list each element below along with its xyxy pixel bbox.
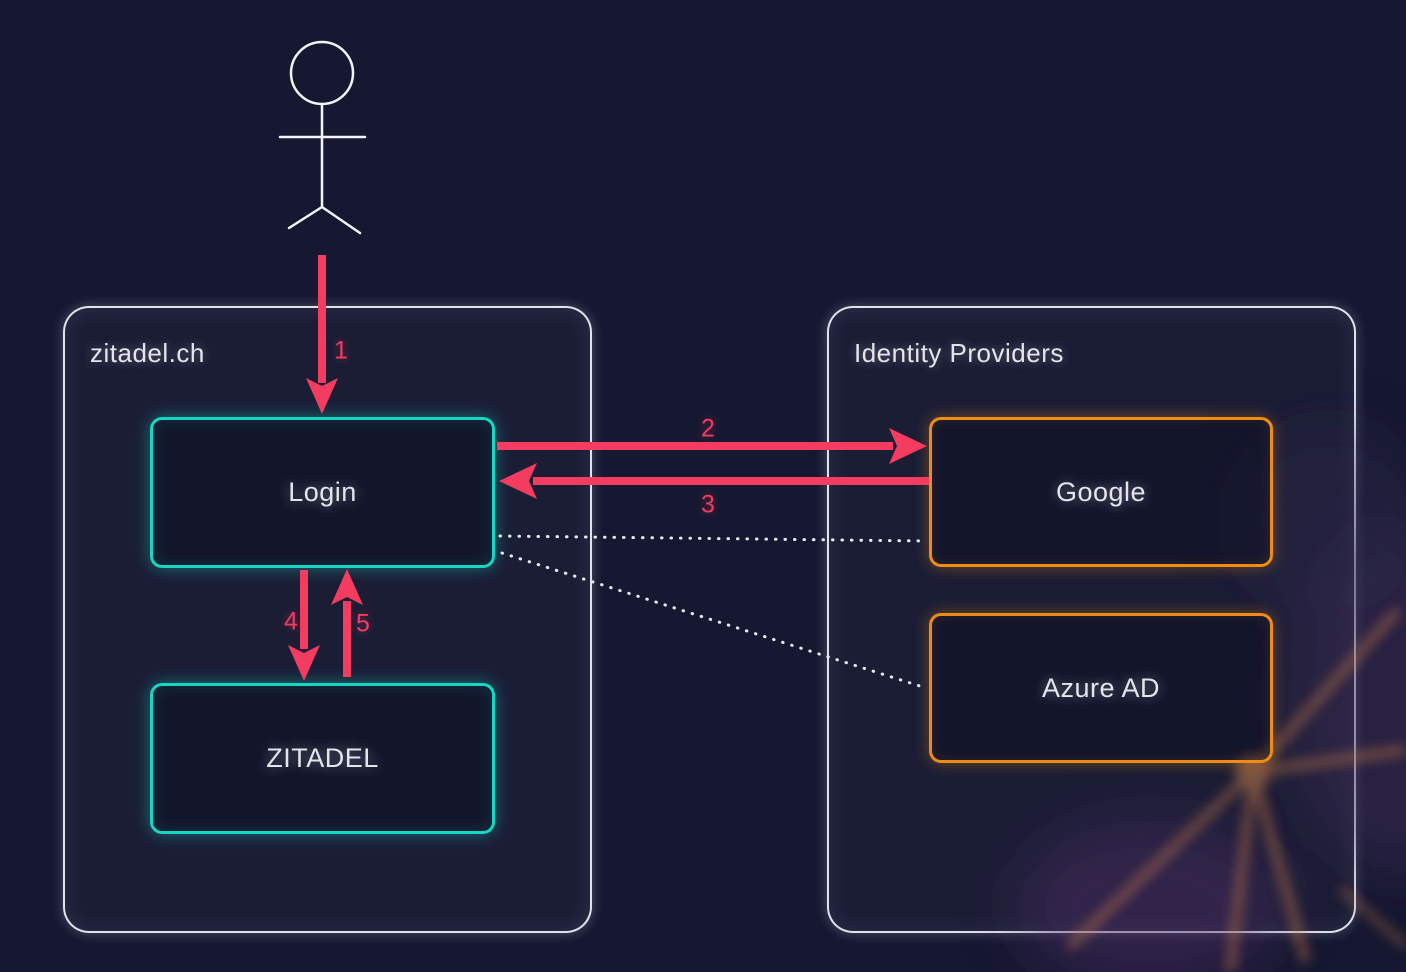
step-label-3: 3 (701, 490, 715, 519)
group-identity-providers-label: Identity Providers (854, 338, 1064, 368)
group-zitadel-ch (63, 306, 592, 933)
group-zitadel-ch-label: zitadel.ch (90, 338, 205, 368)
node-azure-ad-label: Azure AD (1041, 672, 1161, 703)
step-label-1: 1 (334, 336, 348, 365)
node-login-label: Login (288, 477, 357, 507)
node-azure-ad: Azure AD (929, 613, 1273, 763)
node-login: Login (150, 417, 495, 568)
node-zitadel: ZITADEL (150, 683, 495, 834)
node-google: Google (929, 417, 1273, 567)
user-actor-icon (278, 40, 367, 235)
node-google-label: Google (1055, 476, 1147, 507)
node-zitadel-label: ZITADEL (266, 743, 379, 773)
step-label-4: 4 (284, 607, 298, 636)
step-label-5: 5 (356, 609, 370, 638)
step-label-2: 2 (701, 414, 715, 443)
